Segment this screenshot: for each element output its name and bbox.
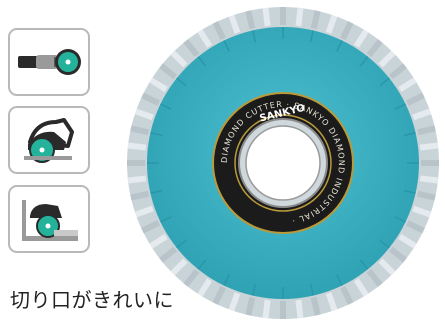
usage-icon-circular-saw xyxy=(8,106,90,174)
circular-saw-icon xyxy=(24,118,74,163)
arbor-hole xyxy=(245,125,321,201)
usage-icon-table-saw xyxy=(8,185,90,253)
blade-rim-segments xyxy=(127,7,439,319)
diamond-blade-icon: DIAMOND CUTTER · SANKYO DIAMOND INDUSTRI… xyxy=(127,7,439,319)
usage-icon-grinder xyxy=(8,28,90,96)
blade-body-texture xyxy=(147,27,419,299)
table-saw-icon xyxy=(22,200,78,241)
angle-grinder-icon xyxy=(18,49,81,75)
caption-text: 切り口がきれいに xyxy=(10,288,174,312)
diamond-blade-image: DIAMOND CUTTER · SANKYO DIAMOND INDUSTRI… xyxy=(126,6,440,320)
